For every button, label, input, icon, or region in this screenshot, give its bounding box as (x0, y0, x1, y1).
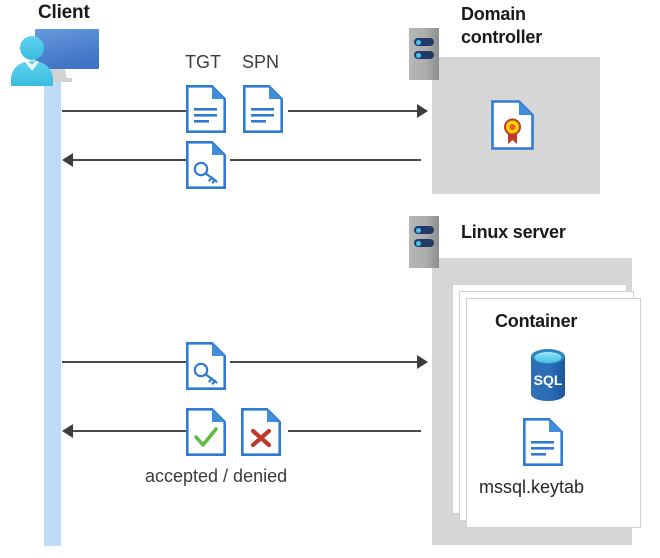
message-1-arrowhead (417, 104, 428, 118)
svg-text:SQL: SQL (534, 372, 563, 388)
message-2-arrowhead (62, 153, 73, 167)
message-1-line-left (62, 110, 186, 112)
client-label: Client (38, 2, 90, 23)
message-2-line-left (72, 159, 186, 161)
domain-controller-label-line2: controller (461, 27, 543, 47)
domain-controller-rack-icon (409, 28, 439, 80)
tgt-label: TGT (185, 52, 221, 72)
spn-document-icon (242, 84, 284, 134)
message-2-line-right (230, 159, 421, 161)
client-lifeline (44, 60, 61, 546)
denied-document-x-icon (240, 407, 282, 457)
sql-database-icon: SQL (524, 347, 572, 403)
message-3-line-right (230, 361, 419, 363)
container-card-front (466, 298, 641, 528)
keytab-document-icon (522, 417, 564, 467)
tgt-document-icon (185, 84, 227, 134)
message-4-arrowhead (62, 424, 73, 438)
accepted-denied-label: accepted / denied (145, 466, 288, 486)
linux-server-label: Linux server (461, 222, 566, 242)
message-1-line-right (288, 110, 419, 112)
domain-controller-label-line1: Domain (461, 4, 526, 24)
container-label: Container (495, 311, 578, 331)
linux-server-rack-icon (409, 216, 439, 268)
message-4-line-left (72, 430, 186, 432)
message-3-line-left (62, 361, 186, 363)
client-monitor-user-icon (8, 24, 100, 86)
message-4-line-right (288, 430, 421, 432)
service-ticket-key-document-icon (185, 341, 227, 391)
domain-controller-label: Domain controller (461, 3, 631, 49)
keytab-filename-label: mssql.keytab (479, 477, 585, 497)
accepted-document-check-icon (185, 407, 227, 457)
certificate-document-icon (490, 99, 535, 151)
spn-label: SPN (242, 52, 280, 72)
message-3-arrowhead (417, 355, 428, 369)
ticket-key-document-icon (185, 140, 227, 190)
